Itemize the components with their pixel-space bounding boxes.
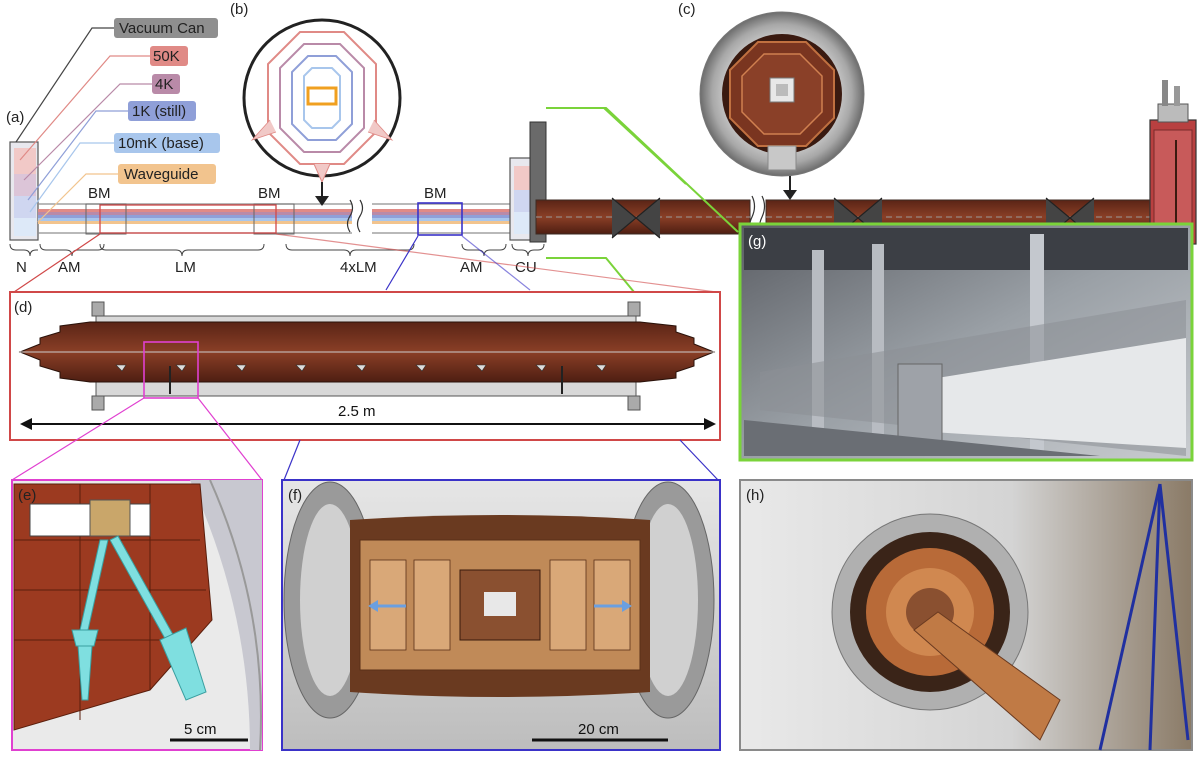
panel-h-photo: (h) bbox=[739, 479, 1193, 751]
length-scale-label: 2.5 m bbox=[338, 403, 376, 420]
legend-10mk-label: 10mK (base) bbox=[118, 135, 204, 152]
cryostat-tube bbox=[38, 199, 522, 236]
panel-label-f: (f) bbox=[288, 487, 302, 504]
panel-b-cross-section bbox=[242, 18, 402, 206]
label-bm-3: BM bbox=[424, 185, 447, 202]
panel-d-leader-lines bbox=[13, 233, 717, 293]
legend-waveguide bbox=[118, 164, 216, 184]
label-am-1: AM bbox=[58, 259, 81, 276]
panel-label-e: (e) bbox=[18, 487, 36, 504]
legend: Vacuum Can 50K 4K 1K (still) 10mK (base)… bbox=[114, 18, 220, 184]
full-cryostat-drawing bbox=[535, 80, 1197, 245]
legend-1k bbox=[128, 101, 196, 121]
scale-label-e: 5 cm bbox=[184, 721, 217, 738]
panel-g-photo: (g) bbox=[738, 222, 1194, 462]
label-n: N bbox=[16, 259, 27, 276]
panel-label-d: (d) bbox=[14, 299, 32, 316]
green-leader-lines bbox=[546, 107, 739, 293]
legend-50k bbox=[150, 46, 188, 66]
legend-10mk bbox=[114, 133, 220, 153]
legend-1k-label: 1K (still) bbox=[132, 103, 186, 120]
label-bm-2: BM bbox=[258, 185, 281, 202]
legend-vacuum-can bbox=[114, 18, 218, 38]
legend-4k bbox=[152, 74, 180, 94]
legend-4k-label: 4K bbox=[155, 76, 173, 93]
panel-label-g: (g) bbox=[748, 233, 766, 250]
segment-brackets bbox=[9, 243, 545, 257]
label-4xlm: 4xLM bbox=[340, 259, 377, 276]
panel-label-h: (h) bbox=[746, 487, 764, 504]
panel-label-b: (b) bbox=[230, 1, 248, 18]
label-lm: LM bbox=[175, 259, 196, 276]
length-scale-arrow: 2.5 m bbox=[20, 403, 716, 430]
panel-label-c: (c) bbox=[678, 1, 696, 18]
panel-c-photo bbox=[699, 11, 865, 200]
legend-vacuum-can-label: Vacuum Can bbox=[119, 20, 205, 37]
panel-e-render: (e) 5 cm bbox=[11, 479, 263, 751]
panel-label-a: (a) bbox=[6, 109, 24, 126]
scale-label-f: 20 cm bbox=[578, 721, 619, 738]
label-am-2: AM bbox=[460, 259, 483, 276]
label-bm-1: BM bbox=[88, 185, 111, 202]
n-end-cross-section bbox=[9, 141, 39, 241]
panel-f-photo: (f) 20 cm bbox=[281, 479, 721, 751]
legend-leader-lines bbox=[15, 27, 152, 223]
long-module-drawing bbox=[18, 301, 716, 411]
legend-50k-label: 50K bbox=[153, 48, 180, 65]
panel-ef-leader-lines bbox=[11, 397, 719, 481]
legend-waveguide-label: Waveguide bbox=[124, 166, 199, 183]
